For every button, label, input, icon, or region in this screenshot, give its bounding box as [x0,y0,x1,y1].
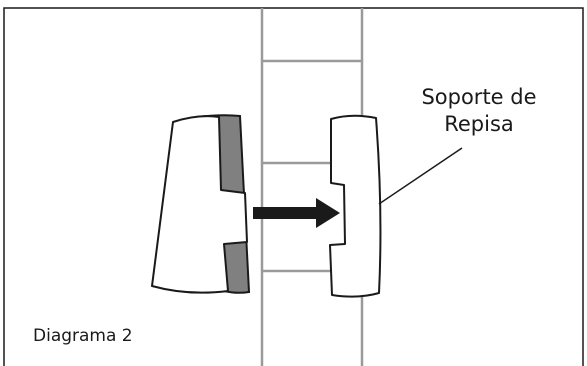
bracket-before [151,114,251,294]
callout-leader-line [378,147,463,205]
shelf-support-label: Soporte de Repisa [404,84,554,138]
arrow-head [316,198,340,228]
diagram-frame [3,7,584,366]
bracket-before-body [151,115,248,294]
shelf-support-label-line1: Soporte de [421,85,537,109]
diagram-caption: Diagrama 2 [33,326,133,346]
shelf-support-label-line2: Repisa [444,112,514,136]
shelf-support-bracket [329,114,382,298]
arrow-shaft [253,207,317,219]
attach-arrow [253,198,340,228]
